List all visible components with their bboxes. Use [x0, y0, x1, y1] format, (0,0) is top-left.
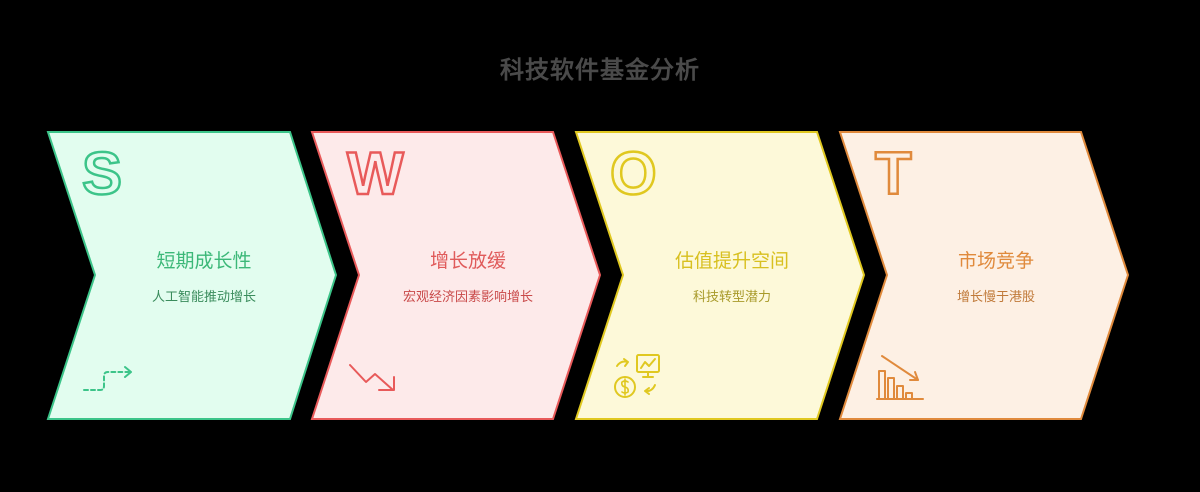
card-heading-weaknesses: 增长放缓 [429, 250, 506, 272]
card-description-threats: 增长慢于港股 [956, 290, 1035, 305]
chevron-weaknesses [310, 131, 602, 420]
card-description-strengths: 人工智能推动增长 [151, 290, 256, 305]
swot-letter-o: O [609, 140, 658, 207]
card-heading-strengths: 短期成长性 [156, 250, 252, 272]
swot-letter-t: T [874, 140, 913, 207]
trend-up-dashed-arrow-icon [83, 366, 132, 391]
card-heading-opportunities: 估值提升空间 [674, 250, 789, 272]
chevron-threats [838, 131, 1130, 420]
card-description-opportunities: 科技转型潜力 [692, 290, 771, 305]
card-heading-threats: 市场竞争 [957, 250, 1034, 272]
swot-letter-w: W [346, 140, 405, 207]
page-title: 科技软件基金分析 [500, 56, 700, 84]
swot-letter-s: S [81, 140, 124, 207]
trend-down-arrow-icon [349, 364, 395, 391]
card-description-weaknesses: 宏观经济因素影响增长 [402, 290, 533, 305]
chevron-opportunities [574, 131, 866, 420]
declining-bar-chart-icon [876, 355, 924, 400]
chevron-strengths [46, 131, 338, 420]
investment-growth-icon [614, 354, 660, 398]
